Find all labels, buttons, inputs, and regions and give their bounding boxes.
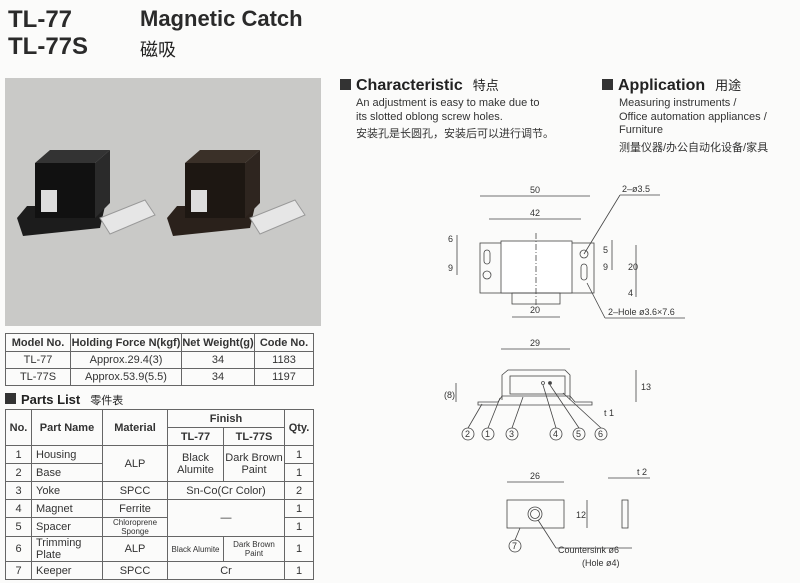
dim-9b: 9: [603, 262, 608, 272]
dim-20w: 20: [530, 305, 540, 315]
part-callouts: 2 1 3 4 5 6: [461, 384, 608, 441]
dim-13: 13: [641, 382, 651, 392]
col-no: No.: [5, 409, 32, 446]
text-line: its slotted oblong screw holes.: [356, 110, 503, 123]
text: Paint: [241, 463, 267, 476]
keeper-drawing: 26 12 t 2 7 Countersink ø6 (Hole ø4): [506, 467, 650, 568]
application-title: Application: [618, 77, 706, 94]
side-view-drawing: 29 13 (8) t 1 2 1 3 4 5 6: [444, 338, 651, 441]
parts-title-cn: 零件表: [90, 395, 124, 407]
text-line: Measuring instruments /: [619, 97, 737, 109]
application-text: Measuring instruments / Office automatio…: [619, 97, 768, 155]
hole-label: (Hole ø4): [582, 558, 620, 568]
dim-9a: 9: [448, 263, 453, 273]
cell-qty: 1: [284, 561, 314, 580]
application-title-cn: 用途: [715, 78, 742, 93]
table-row: 6 Trimming Plate ALP Black Alumite Dark …: [5, 536, 314, 562]
characteristic-title: Characteristic: [356, 77, 463, 94]
callout-7: 7: [512, 541, 517, 551]
dim-26: 26: [530, 471, 540, 481]
hole-label-1: 2–ø3.5: [622, 184, 650, 194]
cell-qty: 1: [284, 536, 314, 562]
table-row: 5 Spacer Chloroprene Sponge 1: [5, 517, 314, 537]
product-name: Magnetic Catch: [140, 6, 303, 31]
cell-code: 1183: [254, 351, 314, 369]
text-line: An adjustment is easy to make due to: [356, 97, 540, 109]
model-title-2: TL-77S: [8, 33, 89, 60]
square-bullet-icon: [602, 79, 613, 90]
cell-finish-tl77s: Dark Brown Paint: [223, 536, 285, 562]
dim-20h: 20: [628, 262, 638, 272]
text-line-cn: 安装孔是长圆孔，安装后可以进行调节。: [356, 128, 554, 140]
dim-6: 6: [448, 234, 453, 244]
top-view-drawing: 50 42 20 2–ø3.5 2–Hole ø3.6×7.6 6 9 5 9 20…: [448, 184, 685, 319]
cell-name: Yoke: [31, 481, 103, 500]
hole-label-2: 2–Hole ø3.6×7.6: [608, 307, 675, 317]
callout-2: 2: [465, 429, 470, 439]
cell-name: Base: [31, 463, 103, 482]
col-qty: Qty.: [284, 409, 314, 446]
col-finish-tl77: TL-77: [167, 427, 224, 446]
text-line: Office automation appliances /: [619, 110, 767, 123]
callout-3: 3: [509, 429, 514, 439]
characteristic-heading: Characteristic 特点: [340, 75, 499, 95]
table-row: 4 Magnet Ferrite — 1: [5, 499, 314, 537]
text: Black: [182, 451, 209, 464]
cell-name: Keeper: [31, 561, 103, 580]
cell-name: Spacer: [31, 517, 103, 537]
dim-4: 4: [628, 288, 633, 298]
cell-code: 1197: [254, 368, 314, 386]
cell-finish: —: [167, 499, 285, 537]
characteristic-text: An adjustment is easy to make due to its…: [356, 97, 554, 142]
col-finish: Finish: [167, 409, 285, 428]
col-code: Code No.: [254, 333, 314, 352]
parts-list-heading: Parts List 零件表: [5, 392, 123, 408]
text: Alumite: [177, 463, 214, 476]
cell-force: Approx.53.9(5.5): [70, 368, 182, 386]
dim-5: 5: [603, 245, 608, 255]
callout-4: 4: [553, 429, 558, 439]
dim-12: 12: [576, 510, 586, 520]
table-row: TL-77 Approx.29.4(3) 34 1183: [5, 351, 314, 369]
callout-5: 5: [576, 429, 581, 439]
table-row: TL-77S Approx.53.9(5.5) 34 1197: [5, 368, 314, 386]
countersink-label: Countersink ø6: [558, 545, 619, 555]
square-bullet-icon: [340, 79, 351, 90]
cell-model: TL-77S: [5, 368, 71, 386]
text-line: Furniture: [619, 124, 664, 136]
dim-t1: t 1: [604, 408, 614, 418]
application-heading: Application 用途: [602, 75, 741, 95]
table-row: 7 Keeper SPCC Cr 1: [5, 561, 314, 580]
callout-6: 6: [598, 429, 603, 439]
table-row: 2 Base 1: [5, 463, 314, 482]
cell-material: SPCC: [102, 561, 168, 580]
text: Dark Brown: [225, 451, 283, 464]
dim-29: 29: [530, 338, 540, 348]
model-title-1: TL-77: [8, 6, 73, 33]
col-holding-force: Holding Force N(kgf): [70, 333, 182, 352]
square-bullet-icon: [5, 393, 16, 404]
spec-table: Model No. Holding Force N(kgf) Net Weigh…: [5, 333, 314, 386]
callout-1: 1: [485, 429, 490, 439]
catch-tl77s-image: [167, 150, 306, 236]
parts-title: Parts List: [21, 392, 81, 407]
catch-tl77-image: [17, 150, 156, 236]
parts-table: No. Part Name Material Finish Qty. TL-77…: [5, 409, 314, 580]
cell-weight: 34: [181, 351, 255, 369]
dim-t2: t 2: [637, 467, 647, 477]
characteristic-title-cn: 特点: [472, 78, 499, 93]
dim-42: 42: [530, 208, 540, 218]
text-line-cn: 测量仪器/办公自动化设备/家具: [619, 141, 769, 154]
dim-8: (8): [444, 390, 455, 400]
dim-50: 50: [530, 185, 540, 195]
product-name-cn: 磁吸: [140, 40, 176, 60]
product-photo: [5, 78, 321, 326]
cell-name: Magnet: [31, 499, 103, 518]
